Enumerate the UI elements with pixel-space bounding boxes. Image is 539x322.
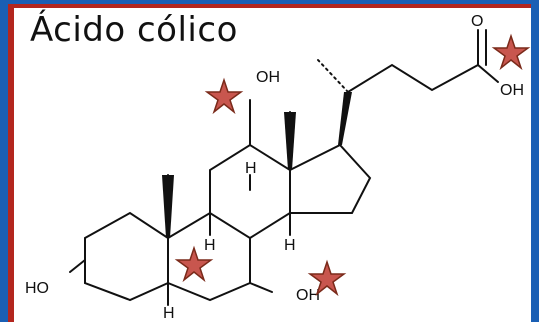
carbonyl-o-label: O — [471, 13, 483, 30]
star-icon — [204, 77, 244, 115]
h-c8-label: H — [245, 160, 257, 177]
star-icon — [307, 259, 347, 297]
slide-title: Ácido cólico — [30, 10, 238, 50]
oh-right-label: OH — [296, 287, 320, 304]
h-c5-label: H — [163, 305, 175, 322]
h-c9-label: H — [204, 237, 216, 254]
methyl-wedge — [284, 112, 296, 170]
slide-panel — [14, 8, 531, 322]
oh-left-label: HO — [25, 280, 49, 297]
h-c14-label: H — [284, 237, 296, 254]
side-chain-wedge — [338, 92, 352, 145]
acid-oh-label: OH — [500, 82, 524, 99]
star-icon — [491, 33, 531, 71]
methyl-wedge — [162, 175, 174, 238]
oh-top-label: OH — [256, 69, 280, 86]
star-icon — [174, 245, 214, 283]
